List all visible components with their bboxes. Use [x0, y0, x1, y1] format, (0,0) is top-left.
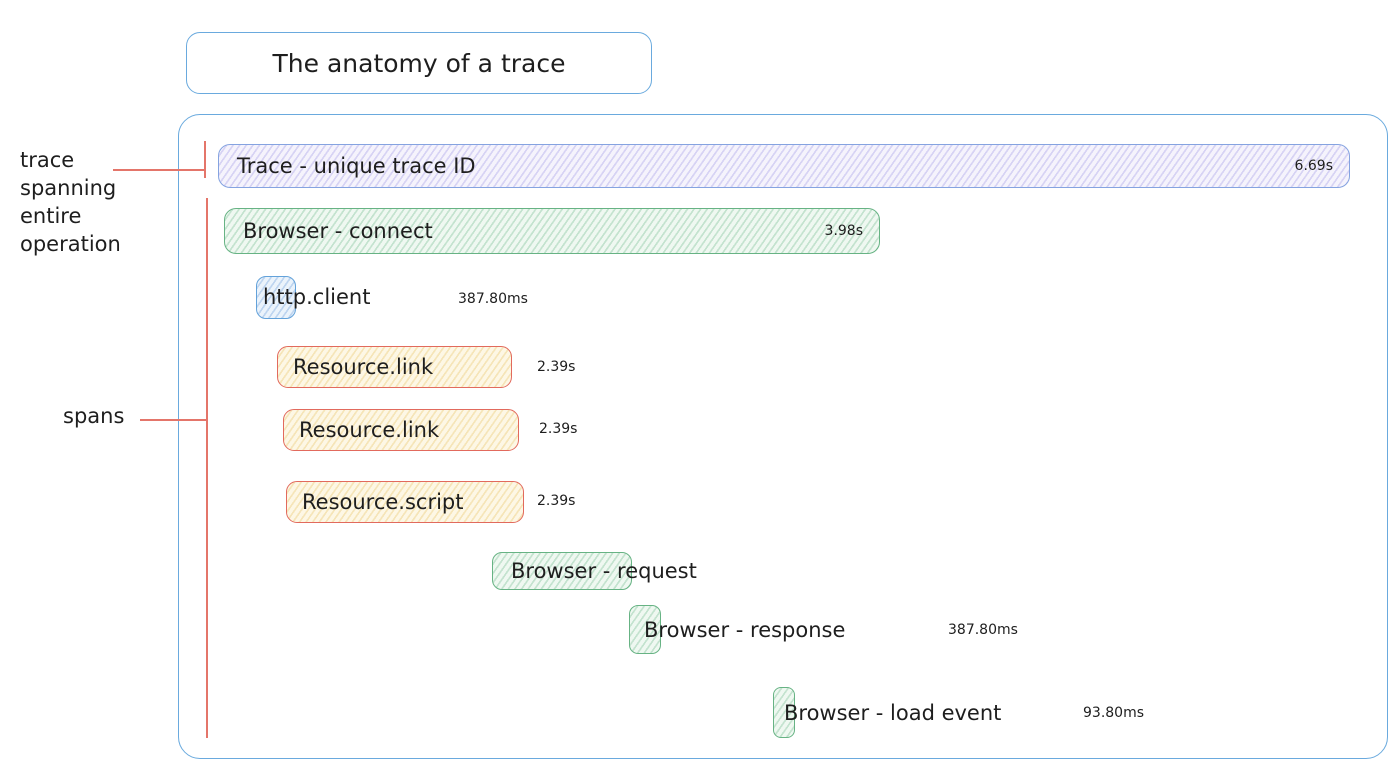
diagram-title: The anatomy of a trace: [272, 48, 566, 78]
span-duration: 2.39s: [537, 359, 576, 375]
span-label: Trace - unique trace ID: [237, 154, 476, 178]
trace-pointer-tick: [204, 141, 206, 178]
browser-load-event-span-box: [773, 687, 795, 738]
spans-annotation: spans: [63, 404, 125, 428]
span-label: Browser - load event: [784, 701, 1002, 725]
browser-connect-span-bar: Browser - connect 3.98s: [224, 208, 880, 254]
span-duration: 93.80ms: [1083, 705, 1145, 721]
span-label: Browser - connect: [243, 219, 433, 243]
browser-response-span-box: [629, 605, 661, 654]
span-label: http.client: [263, 285, 371, 309]
span-label: Resource.script: [302, 490, 464, 514]
span-label: Resource.link: [299, 418, 440, 442]
span-label: Resource.link: [293, 355, 434, 379]
http-client-span-box: [256, 276, 296, 319]
trace-pointer-line: [113, 169, 206, 171]
spans-bracket-line: [206, 198, 208, 738]
span-duration: 6.69s: [1294, 158, 1333, 174]
title-box: The anatomy of a trace: [186, 32, 652, 94]
trace-diagram-container: [178, 114, 1388, 759]
trace-span-bar: Trace - unique trace ID 6.69s: [218, 144, 1350, 188]
span-duration: 3.98s: [824, 223, 863, 239]
span-label: Browser - response: [644, 618, 846, 642]
resource-script-span-box: Resource.script: [286, 481, 524, 523]
span-duration: 387.80ms: [948, 622, 1018, 638]
trace-annotation: trace spanning entire operation: [20, 148, 121, 256]
span-duration: 2.39s: [537, 493, 576, 509]
resource-link-span-box: Resource.link: [283, 409, 519, 451]
spans-pointer-line: [140, 419, 207, 421]
span-label: Browser - request: [511, 559, 697, 583]
span-duration: 387.80ms: [458, 291, 528, 307]
span-duration: 2.39s: [539, 421, 578, 437]
browser-request-span-box: [492, 552, 632, 590]
resource-link-span-box: Resource.link: [277, 346, 512, 388]
